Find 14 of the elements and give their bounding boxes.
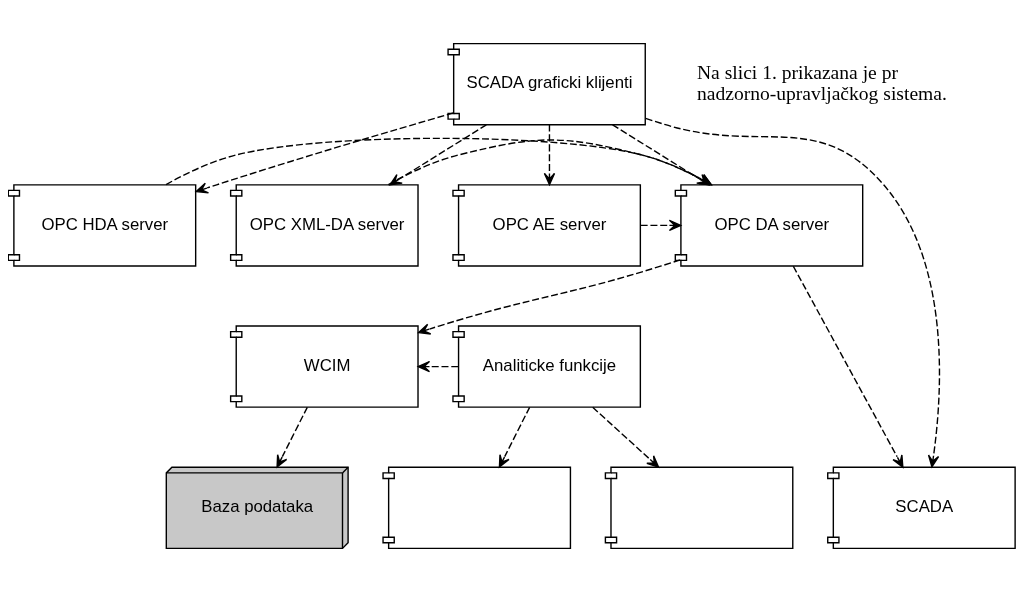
label: Na slici 1. prikazana je pr <box>696 61 898 83</box>
node-box <box>382 466 572 550</box>
node-box <box>604 466 794 550</box>
arrow <box>543 124 556 186</box>
arrow <box>639 219 682 232</box>
arrow <box>276 406 308 468</box>
arrow <box>195 112 455 194</box>
arrow <box>644 117 941 468</box>
arrow <box>592 406 660 468</box>
arrow <box>417 360 459 373</box>
arrow <box>498 406 531 468</box>
arrow <box>792 265 904 468</box>
label: nadzorno-upravljačkog sistema. <box>696 82 947 104</box>
arrow <box>417 259 682 335</box>
